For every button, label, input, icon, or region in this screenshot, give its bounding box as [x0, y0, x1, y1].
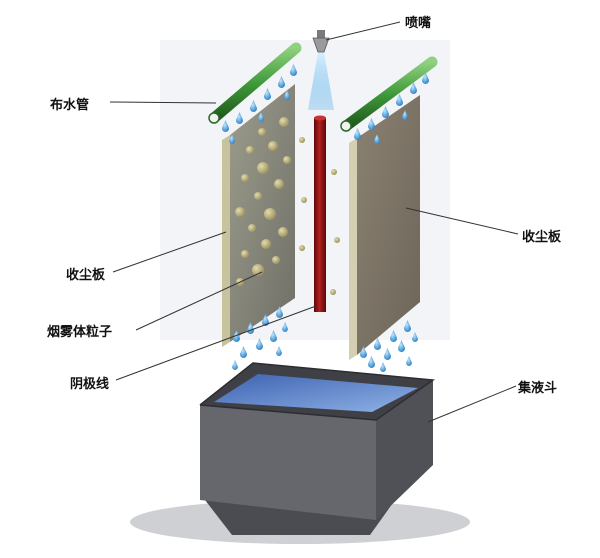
plate-right-edge [349, 138, 357, 360]
water-drop [276, 346, 282, 356]
aerosol-particle [248, 224, 256, 232]
leader-nozzle [326, 22, 400, 40]
aerosol-particle [334, 237, 340, 243]
cathode-wire [314, 116, 326, 313]
label-cathode-wire: 阴极线 [70, 373, 109, 392]
aerosol-particle [258, 128, 266, 136]
aerosol-particle [254, 192, 262, 200]
cathode-wire-rod [314, 118, 326, 312]
water-drop [384, 348, 391, 360]
pipe-left-opening [209, 113, 219, 123]
aerosol-particle [299, 245, 305, 251]
label-collector-plate-right: 收尘板 [522, 226, 561, 245]
collecting-hopper [130, 363, 470, 544]
aerosol-particle [272, 256, 280, 264]
water-drop [406, 356, 412, 366]
nozzle-stem [317, 30, 325, 38]
aerosol-particle [261, 239, 271, 249]
aerosol-particle [278, 227, 288, 237]
hopper-front-face [200, 405, 376, 520]
aerosol-particle [257, 162, 269, 174]
aerosol-particle [264, 208, 276, 220]
plate-left-edge [222, 135, 230, 347]
aerosol-particle [268, 141, 278, 151]
leader-hopper [428, 386, 516, 422]
aerosol-particle [299, 137, 305, 143]
water-drop [380, 362, 386, 372]
label-collector-plate-left: 收尘板 [66, 264, 105, 283]
aerosol-particle [279, 117, 289, 127]
label-aerosol-particles: 烟雾体粒子 [47, 321, 112, 340]
aerosol-particle [241, 174, 249, 182]
water-drop [398, 340, 405, 352]
aerosol-particle [283, 156, 291, 164]
water-drop [368, 356, 375, 368]
aerosol-particle [241, 250, 249, 258]
label-water-pipe: 布水管 [50, 94, 89, 113]
label-nozzle: 喷嘴 [405, 12, 431, 31]
aerosol-particle [330, 289, 336, 295]
pipe-right-opening [341, 121, 351, 131]
water-drop [232, 360, 238, 370]
aerosol-particle [301, 197, 307, 203]
label-collecting-hopper: 集液斗 [518, 377, 557, 396]
aerosol-particle [235, 207, 245, 217]
aerosol-particle [274, 179, 284, 189]
aerosol-particle [246, 146, 254, 154]
water-drop [240, 346, 247, 358]
aerosol-particle [331, 169, 337, 175]
cathode-wire-top [314, 116, 326, 121]
